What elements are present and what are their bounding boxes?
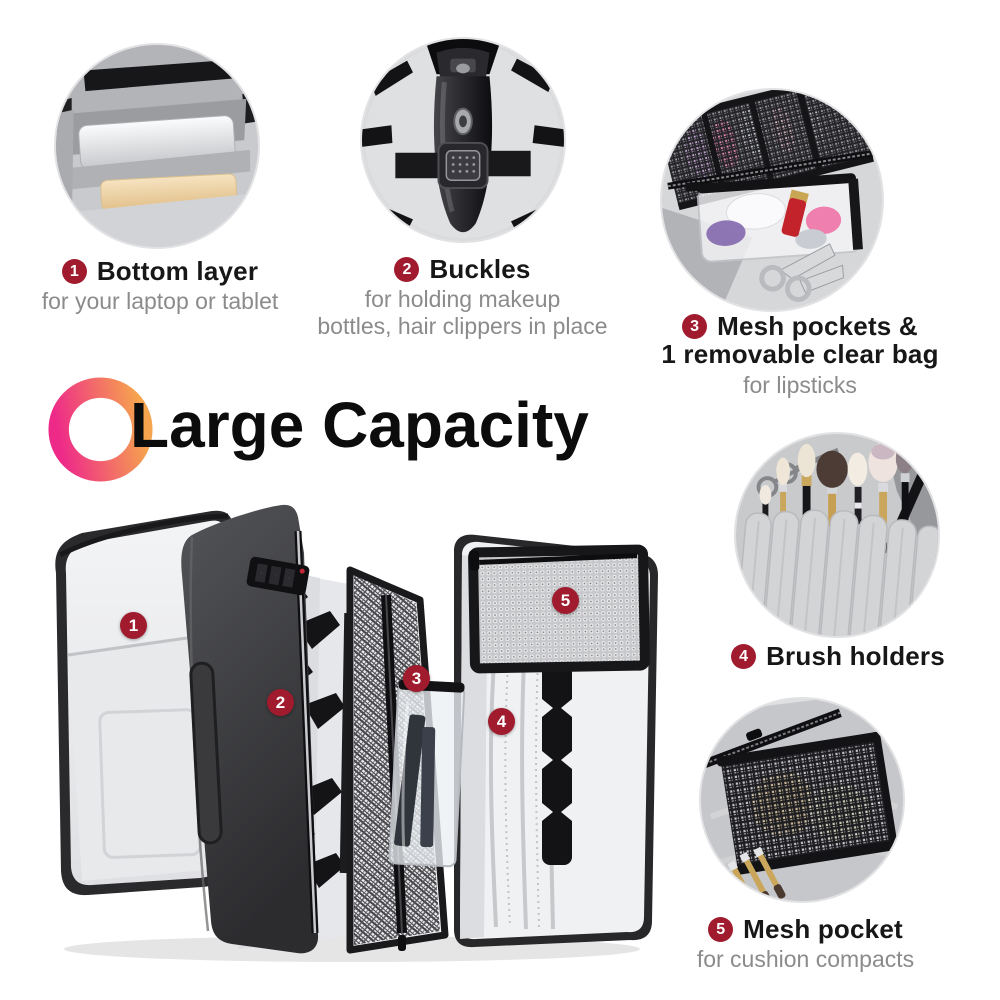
brush-holders-illustration: [736, 434, 938, 636]
feature-3-badge: 3: [682, 313, 708, 339]
mesh-pocket-illustration: [701, 699, 903, 901]
feature-1-heading: Bottom layer: [96, 256, 259, 286]
feature-5-subtext: for cushion compacts: [696, 946, 915, 972]
buckles-illustration: [362, 39, 564, 241]
bottom-layer-illustration: [56, 45, 258, 247]
feature-bottom-layer: 1 Bottom layer for your laptop or tablet: [5, 257, 315, 315]
feature-mesh-pockets: 3 Mesh pockets & 1 removable clear bag f…: [610, 312, 990, 399]
tsa-lock: [246, 556, 310, 596]
right-panel: [454, 534, 658, 948]
bottom-layer-photo: [54, 43, 260, 249]
feature-3-subtext: for lipsticks: [743, 372, 857, 398]
main-product-photo: [42, 503, 672, 963]
case-shell: [181, 504, 319, 954]
feature-4-heading: Brush holders: [766, 641, 945, 671]
feature-buckles: 2 Buckles for holding makeup bottles, ha…: [300, 255, 625, 340]
elastic-strap: [542, 653, 572, 865]
mesh-divider: [346, 566, 466, 954]
feature-1-badge: 1: [61, 258, 87, 284]
mesh-pockets-illustration: [662, 90, 882, 310]
feature-5-heading: Mesh pocket: [743, 914, 903, 944]
gradient-ring-logo: [47, 376, 154, 486]
feature-2-badge: 2: [394, 256, 420, 282]
feature-brush-holders: 4 Brush holders: [688, 642, 988, 670]
section-title: Large Capacity: [130, 389, 589, 461]
feature-2-subtext-line2: bottles, hair clippers in place: [317, 313, 608, 339]
marker-2: 2: [267, 689, 294, 716]
feature-4-badge: 4: [731, 643, 757, 669]
feature-5-badge: 5: [708, 916, 734, 942]
feature-2-heading: Buckles: [429, 254, 531, 284]
marker-4: 4: [488, 708, 515, 735]
clear-pouch: [388, 679, 466, 868]
mesh-pocket-photo: [699, 697, 905, 903]
feature-2-subtext-line1: for holding makeup: [364, 286, 561, 312]
feature-mesh-pocket: 5 Mesh pocket for cushion compacts: [638, 915, 973, 973]
mesh-pockets-photo: [660, 88, 884, 312]
marker-5: 5: [552, 587, 579, 614]
buckles-photo: [360, 37, 566, 243]
marker-1: 1: [120, 612, 147, 639]
brush-holders-photo: [734, 432, 940, 638]
marker-3: 3: [403, 665, 430, 692]
feature-1-subtext: for your laptop or tablet: [41, 288, 279, 314]
feature-3-heading-line2: 1 removable clear bag: [661, 339, 939, 369]
feature-3-heading-line1: Mesh pockets &: [717, 311, 918, 341]
side-handle: [189, 661, 223, 845]
open-case-illustration: [55, 504, 658, 962]
gradient-ring-icon: [48, 377, 153, 482]
